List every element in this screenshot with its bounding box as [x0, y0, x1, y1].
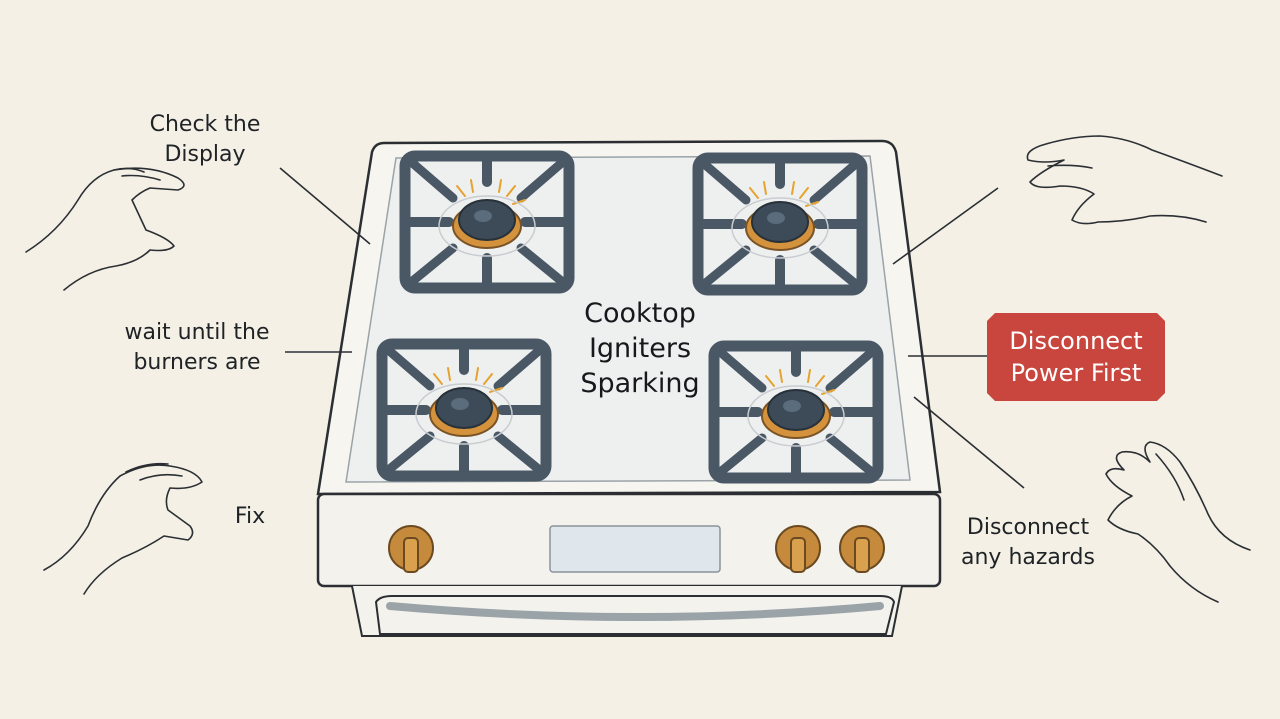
burner-front-right [714, 346, 878, 478]
hand-icon [25, 167, 185, 291]
label-disconnect-hazards: Disconnect any hazards [961, 515, 1095, 570]
label-wait-burners: wait until the burners are [124, 320, 270, 375]
burner-back-left [405, 156, 569, 288]
hand-icon [43, 462, 203, 595]
warning-badge: Disconnect Power First [987, 313, 1165, 401]
hand-icon [1105, 441, 1251, 603]
hand-icon [1026, 135, 1223, 225]
burner-back-right [698, 158, 862, 290]
center-title: Cooktop Igniters Sparking [580, 298, 700, 399]
display-panel [549, 525, 721, 573]
burner-front-left [382, 344, 546, 476]
leader-lines [279, 167, 1025, 489]
label-check-display: Check the Display [149, 112, 261, 167]
label-fix: Fix [234, 504, 266, 529]
